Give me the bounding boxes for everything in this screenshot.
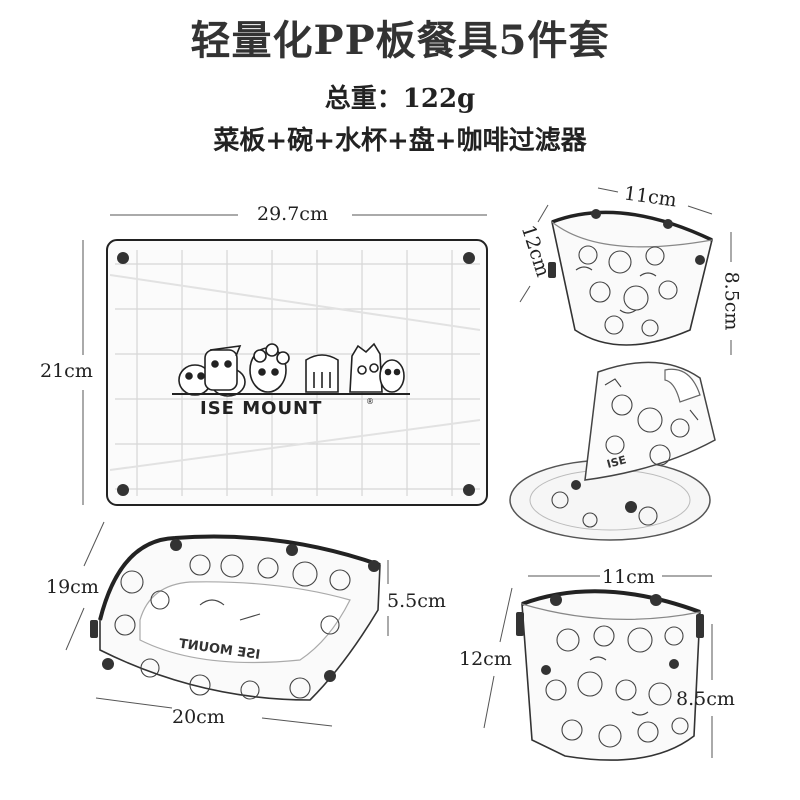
cup-width-dim-line-left	[597, 187, 619, 193]
bowl-rivet-2	[650, 594, 662, 606]
board-screw-tl	[117, 252, 129, 264]
bowl-width-label: 11cm	[602, 566, 655, 588]
plate-floor	[139, 581, 351, 664]
cup-body	[551, 211, 713, 346]
cup-depth-dim-line-top	[537, 204, 549, 223]
plate-depth-label: 19cm	[46, 576, 99, 598]
filter-brand-print: ISE	[605, 453, 627, 471]
board-height-label: 21cm	[40, 360, 93, 382]
bowl-rim	[521, 589, 701, 614]
cup-top	[519, 187, 732, 355]
cup-width-dim-line-right	[687, 205, 713, 215]
plate-rim	[98, 534, 381, 621]
coffee-filter: ISE	[509, 361, 716, 541]
total-weight: 总重：122g	[324, 84, 476, 114]
board-width-label: 29.7cm	[257, 203, 328, 225]
cutting-board: ISE MOUNT ®	[82, 214, 488, 506]
plate-rivet-3	[368, 560, 380, 572]
plate-height-label: 5.5cm	[387, 590, 446, 612]
set-contents: 菜板+碗+水杯+盘+咖啡过滤器	[213, 126, 587, 156]
cup-rim-inner	[551, 221, 713, 248]
filter-cone	[584, 361, 716, 481]
board-glare-2	[109, 419, 481, 471]
plate-rivet-1	[170, 539, 182, 551]
bowl-rivet-3	[541, 665, 551, 675]
plate: ISE MOUNT	[65, 521, 389, 727]
cup-depth-dim-line-bottom	[519, 285, 531, 303]
page-title: 轻量化PP板餐具5件套	[190, 17, 610, 64]
plate-width-label: 20cm	[172, 706, 225, 728]
cup-rivet-1	[591, 209, 601, 219]
plate-rivet-4	[102, 658, 114, 670]
cup-rivet-3	[695, 255, 705, 265]
board-outline	[106, 239, 488, 506]
bowl-rim-inner	[521, 603, 701, 620]
plate-depth-dim-line-bottom	[65, 607, 85, 651]
board-screw-br	[463, 484, 475, 496]
bowl-depth-dim-line-top	[499, 587, 513, 643]
plate-clip	[90, 620, 98, 638]
board-registered-mark: ®	[366, 397, 374, 406]
plate-rivet-5	[324, 670, 336, 682]
bowl-depth-dim-line-bottom	[483, 675, 495, 729]
board-monster-doodles	[178, 342, 405, 397]
bowl-height-label: 8.5cm	[676, 688, 735, 710]
bowl-clip-left	[516, 612, 524, 636]
cup-height-label: 8.5cm	[720, 271, 743, 331]
filter-tab	[664, 368, 701, 403]
plate-doodles	[114, 554, 351, 700]
filter-rivet-1	[625, 501, 637, 513]
bowl-depth-label: 12cm	[459, 648, 512, 670]
board-glare-1	[109, 274, 481, 331]
plate-depth-dim-line-top	[83, 521, 105, 567]
bowl-clip-right	[696, 614, 704, 638]
cup-doodles	[575, 245, 678, 337]
board-screw-bl	[117, 484, 129, 496]
bowl-doodles	[545, 625, 689, 748]
plate-width-dim-line-right	[261, 717, 333, 727]
plate-rivet-2	[286, 544, 298, 556]
bowl-rivet-1	[550, 594, 562, 606]
filter-rivet-2	[571, 480, 581, 490]
filter-doodles	[551, 378, 699, 528]
bowl-rivet-4	[669, 659, 679, 669]
cup-rim	[551, 210, 713, 242]
board-brand-logo: ISE MOUNT	[200, 398, 322, 419]
cup-rivet-2	[663, 219, 673, 229]
board-screw-tr	[463, 252, 475, 264]
bowl	[483, 575, 713, 761]
cup-clip-left	[548, 262, 556, 278]
plate-width-dim-line-left	[95, 697, 173, 709]
